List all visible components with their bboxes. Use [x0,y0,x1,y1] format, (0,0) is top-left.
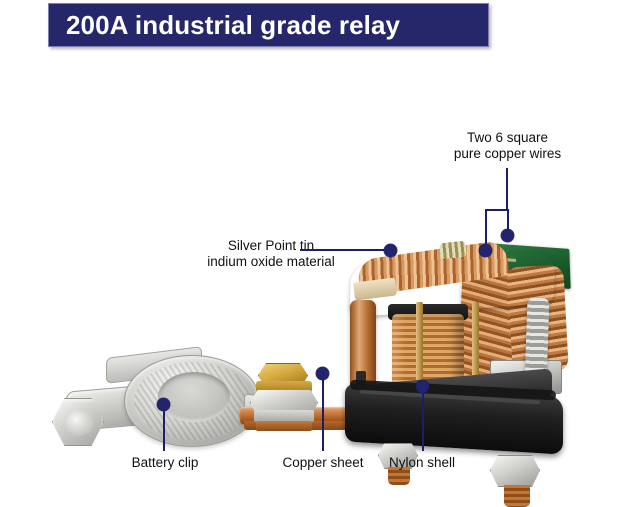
callout-nylon-shell-line1: Nylon shell [388,455,456,470]
callout-copper-wires-label: Two 6 square pure copper wires [425,130,590,161]
callout-dot-copper-wires-a [479,244,492,257]
callout-nylon-shell-label: Nylon shell [368,455,476,471]
callout-copper-wires-line2: pure copper wires [453,145,562,161]
callout-copper-sheet-line1: Copper sheet [282,455,364,470]
frame-bar-left [416,302,423,392]
small-spring [439,240,467,260]
leader-copper-wires-branch-left [485,209,487,251]
callout-dot-copper-sheet [316,367,329,380]
page-title: 200A industrial grade relay [66,10,401,40]
copper-coil [392,314,464,388]
callout-copper-sheet-label: Copper sheet [267,455,379,471]
clip-bolt-face [64,410,94,436]
callout-dot-battery-clip [157,398,170,411]
callout-battery-clip-line1: Battery clip [131,455,199,470]
battery-clip-part [48,346,310,455]
leader-battery-clip [163,405,165,451]
callout-dot-silver-point [384,244,397,257]
shell-notch [356,371,366,387]
product-photo [0,55,640,507]
header-banner: 200A industrial grade relay [48,3,489,47]
frame-bar-right [472,302,479,392]
mounting-bolt-right-hex [490,455,540,487]
callout-battery-clip-label: Battery clip [110,455,220,471]
leader-copper-wires-fork [485,209,509,211]
clip-bore [158,372,230,422]
mounting-bolt-left-hex [378,443,418,469]
callout-copper-wires-line1: Two 6 square [466,130,549,145]
callout-dot-nylon-shell [416,380,429,393]
callout-dot-copper-wires-b [501,229,514,242]
callout-silver-point-line1: Silver Point tin [227,238,315,253]
leader-copper-sheet [322,374,324,451]
steel-washer [254,410,314,422]
copper-stud-base [256,421,312,431]
leader-copper-wires-branch-right [507,209,509,236]
leader-copper-wires-stem [506,168,508,210]
callout-silver-point-label: Silver Point tin indium oxide material [173,238,369,269]
leader-nylon-shell [422,387,424,451]
leader-silver-point [300,249,390,251]
product-infographic: 200A industrial grade relay [0,3,640,507]
callout-silver-point-line2: indium oxide material [207,253,335,269]
mounting-bolt-right-thread [504,485,530,507]
